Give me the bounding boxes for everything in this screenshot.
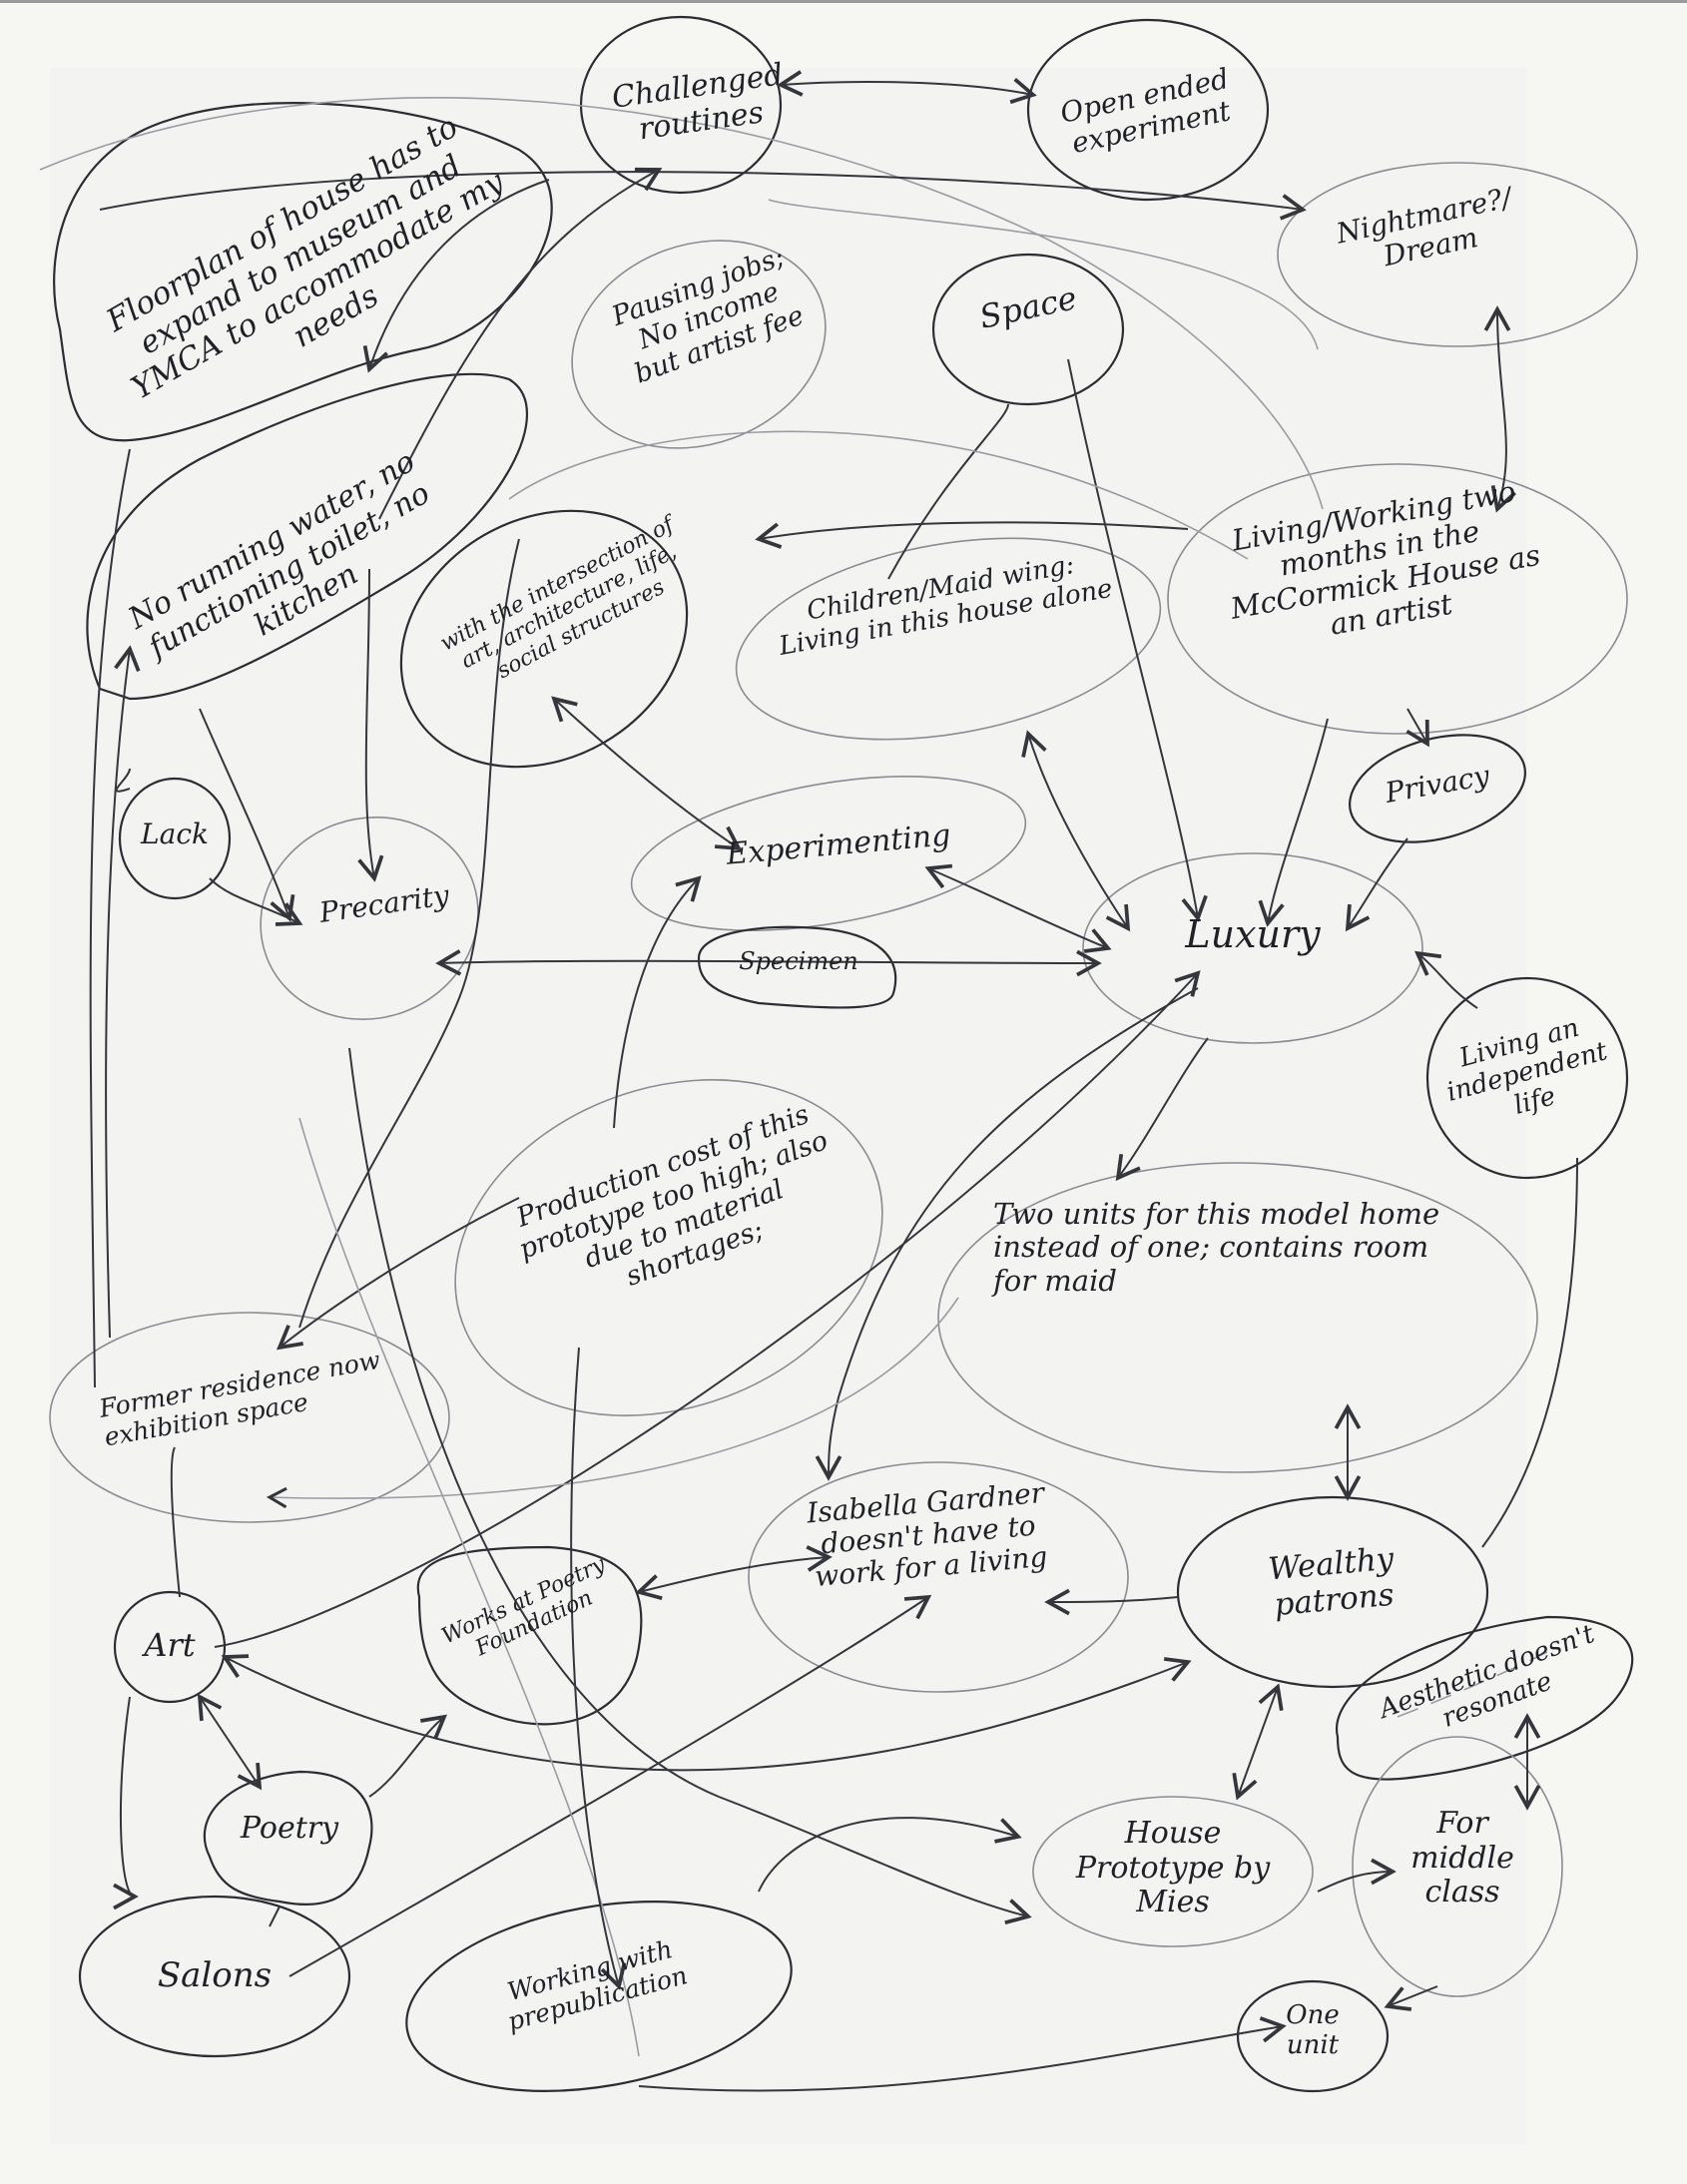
scan-top-edge xyxy=(0,0,1687,3)
node-salons: Salons xyxy=(157,1955,273,1995)
node-lack: Lack xyxy=(141,818,209,850)
outline-childrenmaid xyxy=(735,537,1162,741)
node-poetry: Poetry xyxy=(240,1811,339,1846)
outline-oneunit xyxy=(1236,1979,1390,2093)
outline-wealthypatrons xyxy=(1176,1495,1489,1689)
outline-pausingjobs xyxy=(571,240,827,449)
outline-twounits xyxy=(937,1162,1538,1473)
outline-floorplan xyxy=(53,102,553,442)
outline-openended xyxy=(1026,18,1270,202)
outline-norunning xyxy=(86,372,528,701)
outline-houseprototype xyxy=(1032,1796,1314,1947)
node-twounits: Two units for this model home instead of… xyxy=(993,1197,1440,1298)
outline-nightmare xyxy=(1277,162,1638,347)
outline-prepublication xyxy=(405,1901,793,2092)
outline-formiddle xyxy=(1352,1736,1563,1997)
node-oneunit: One unit xyxy=(1286,2000,1340,2060)
edges xyxy=(39,70,1578,2092)
outline-formerresidence xyxy=(49,1312,450,1523)
outline-aesthetic xyxy=(1335,1615,1634,1781)
outline-space xyxy=(931,253,1125,406)
outline-precarity xyxy=(260,816,479,1021)
node-outlines xyxy=(49,15,1638,2093)
outline-productioncost xyxy=(454,1079,883,1416)
node-art: Art xyxy=(144,1626,196,1664)
node-houseprototype: House Prototype by Mies xyxy=(1075,1816,1271,1919)
node-specimen: Specimen xyxy=(739,947,858,975)
outline-lack xyxy=(118,777,232,900)
outline-worksat xyxy=(416,1545,643,1726)
outline-challenged xyxy=(579,15,783,195)
outline-livingworking xyxy=(1167,463,1628,735)
node-formiddle: For middle class xyxy=(1410,1806,1514,1910)
outline-poetry xyxy=(203,1770,373,1906)
outline-salons xyxy=(78,1895,351,2058)
outline-art xyxy=(113,1590,227,1704)
node-luxury: Luxury xyxy=(1185,912,1321,956)
outline-independent xyxy=(1425,976,1629,1180)
outline-specimen xyxy=(697,925,897,1009)
